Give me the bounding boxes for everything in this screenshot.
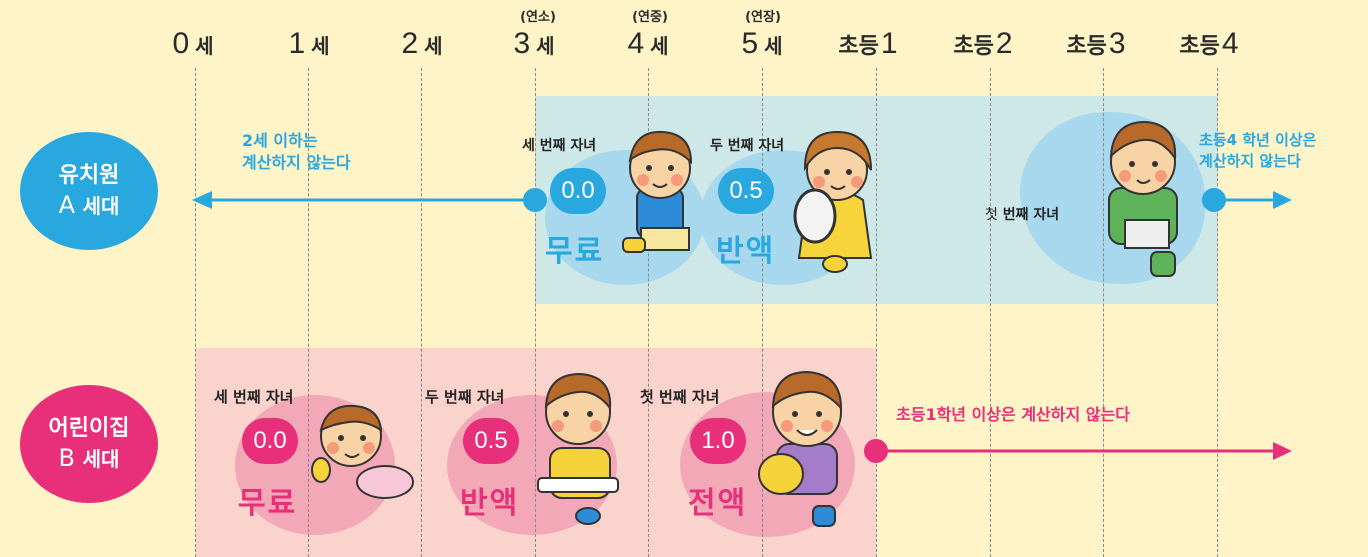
a-third-child-value: 0.0: [550, 168, 606, 214]
baby-rattle-illustration: [311, 404, 414, 499]
group-a-badge: 유치원 A 세대: [20, 132, 158, 250]
a-first-child-label: 첫 번째 자녀: [985, 207, 1060, 223]
group-b-generation: B 세대: [58, 443, 120, 472]
gridline-1: [308, 68, 309, 557]
a-third-child-text: 무료: [545, 234, 605, 269]
group-a-generation: A 세대: [58, 190, 120, 219]
gridline-8: [1103, 68, 1104, 557]
a-second-child-value: 0.5: [718, 168, 774, 214]
b-second-child-value: 0.5: [463, 418, 519, 464]
age-sub-4: (연중): [632, 10, 668, 25]
b-second-child-text: 반액: [460, 486, 520, 521]
child-tambourine-illustration: [793, 130, 873, 273]
age-label-9: 초등4: [1179, 27, 1239, 60]
age-label-7: 초등2: [953, 27, 1013, 60]
a-third-child-label: 세 번째 자녀: [522, 138, 597, 154]
age-sub-5: (연장): [745, 10, 781, 25]
b-first-child-text: 전액: [688, 486, 748, 521]
child-drum-illustration: [622, 130, 693, 253]
gridline-7: [990, 68, 991, 557]
gridline-3: [535, 68, 536, 557]
age-sub-3: (연소): [520, 10, 556, 25]
b-second-child-label: 두 번째 자녀: [425, 388, 505, 406]
gridline-0: [195, 68, 196, 557]
group-b-name: 어린이집: [48, 415, 130, 441]
child-cymbal-illustration: [1108, 120, 1178, 277]
b-first-child-label: 첫 번째 자녀: [640, 388, 720, 406]
a-second-child-text: 반액: [716, 234, 776, 269]
age-label-6: 초등1: [838, 27, 898, 60]
group-a-right-note: 초등4 학년 이상은 계산하지 않는다: [1199, 131, 1317, 170]
age-label-8: 초등3: [1066, 27, 1126, 60]
group-b-right-note: 초등1학년 이상은 계산하지 않는다: [896, 405, 1130, 424]
b-third-child-label: 세 번째 자녀: [214, 388, 294, 406]
gridline-5: [762, 68, 763, 557]
group-a-name: 유치원: [58, 162, 120, 188]
gridline-9: [1217, 68, 1218, 557]
group-b-badge: 어린이집 B 세대: [20, 385, 158, 503]
b-third-child-value: 0.0: [242, 418, 298, 464]
child-melodica-illustration: [537, 372, 619, 525]
child-cymbal-b-illustration: [758, 370, 843, 527]
b-third-child-text: 무료: [238, 486, 298, 521]
b-first-child-value: 1.0: [690, 418, 746, 464]
gridline-6: [876, 68, 877, 557]
gridline-2: [421, 68, 422, 557]
gridline-4: [648, 68, 649, 557]
a-second-child-label: 두 번째 자녀: [710, 138, 785, 154]
group-a-left-note: 2세 이하는 계산하지 않는다: [242, 131, 351, 172]
